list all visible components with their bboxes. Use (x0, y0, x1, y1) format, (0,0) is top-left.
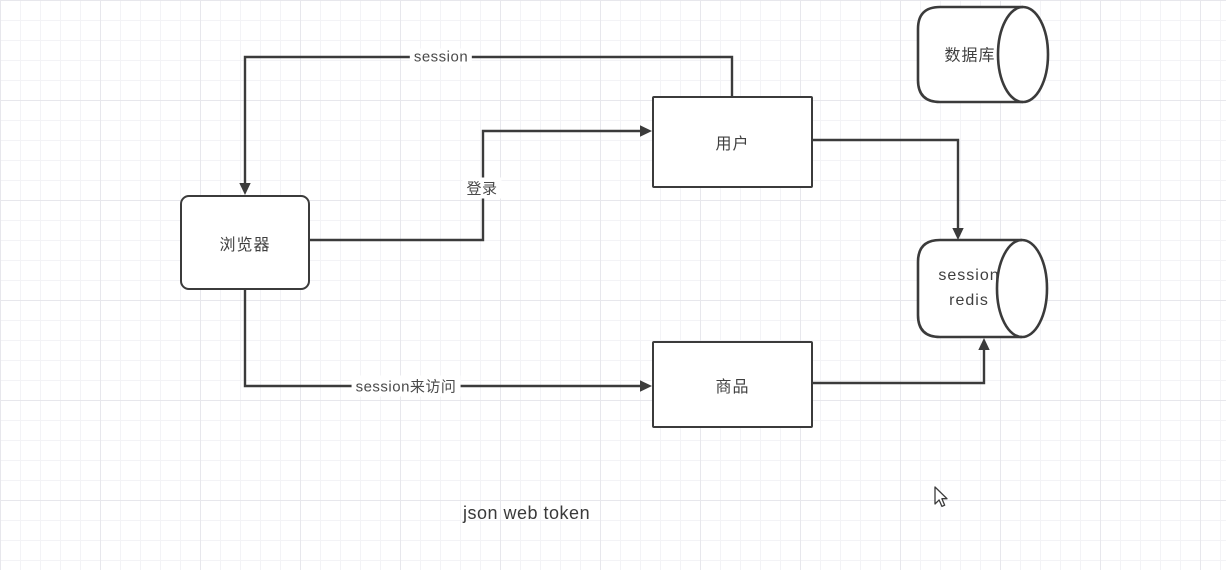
session-redis-cylinder[interactable] (916, 238, 1049, 339)
caption-json-web-token[interactable]: json web token (463, 503, 591, 523)
node-user[interactable]: 用户 (652, 96, 813, 188)
session-redis-label-line1: session (938, 267, 1000, 284)
edge-label-session[interactable]: session (409, 48, 473, 66)
session-redis-label: session redis (938, 263, 999, 313)
session-redis-label-line2: redis (949, 292, 989, 309)
database-label: 数据库 (944, 47, 996, 65)
arrowhead-up-icon (978, 338, 990, 350)
edge-session[interactable] (239, 55, 734, 195)
edge-user-to-redis[interactable] (813, 138, 964, 240)
node-browser-label: 浏览器 (219, 236, 271, 254)
edge-session-access[interactable] (243, 289, 652, 392)
arrowhead-down-icon (952, 228, 964, 240)
database-cylinder[interactable] (916, 5, 1050, 104)
node-product-label: 商品 (715, 378, 750, 396)
arrowhead-right-icon (640, 380, 652, 392)
edge-label-login[interactable]: 登录 (462, 177, 502, 199)
arrowhead-right-icon (640, 125, 652, 137)
mouse-cursor-icon (934, 486, 948, 508)
node-product[interactable]: 商品 (652, 341, 813, 428)
edge-product-to-redis[interactable] (813, 338, 990, 385)
node-user-label: 用户 (715, 136, 750, 153)
edge-label-session-access[interactable]: session来访问 (351, 375, 461, 397)
node-browser[interactable]: 浏览器 (180, 195, 310, 290)
arrowhead-down-icon (239, 183, 251, 195)
